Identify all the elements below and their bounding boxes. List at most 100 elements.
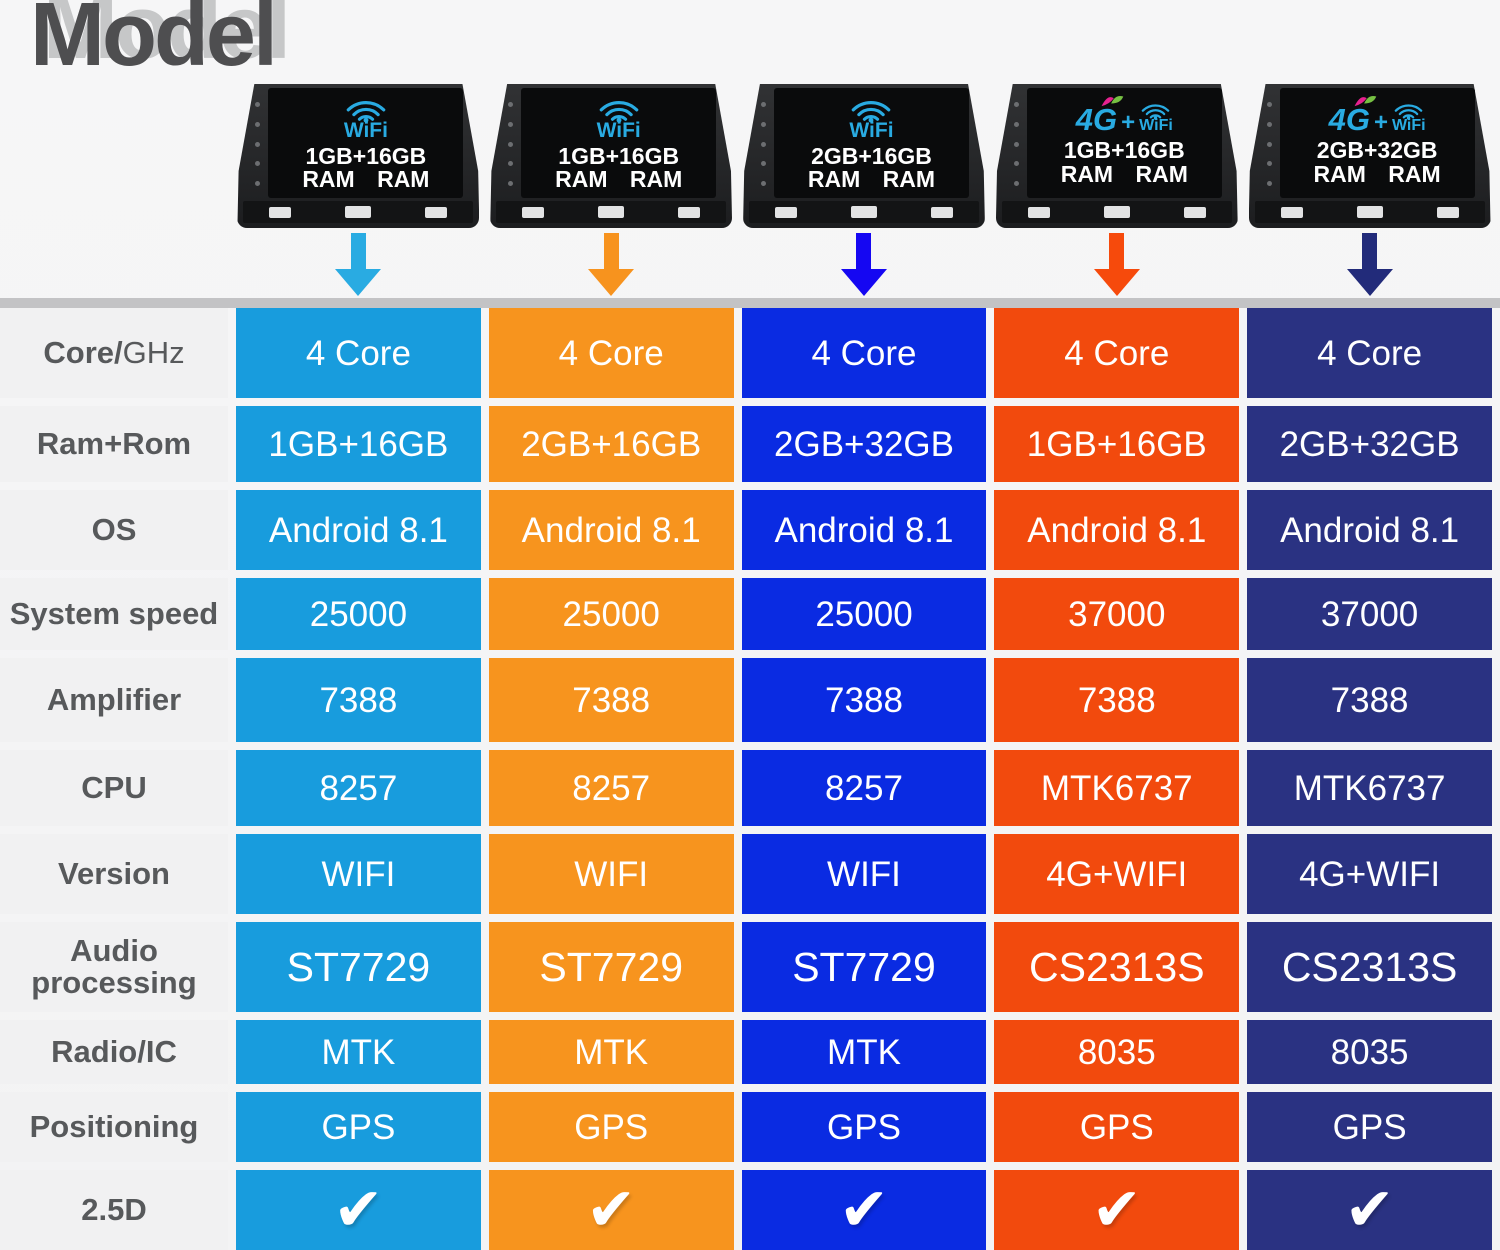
row-label-text: System speed — [9, 596, 219, 632]
arrow-cell-2 — [489, 232, 734, 296]
cell-version-col3: WIFI — [741, 834, 987, 914]
down-arrow-icon — [588, 232, 635, 296]
device-side-buttons — [508, 102, 514, 186]
arrow-cell-4 — [994, 232, 1239, 296]
arrows-row — [0, 232, 1500, 296]
screen-ram-text: RAM RAM — [302, 166, 430, 193]
cell-ram-rom-col3: 2GB+32GB — [741, 406, 987, 482]
cell-os-col3: Android 8.1 — [741, 490, 987, 570]
row-label-text: Radio/IC — [51, 1034, 177, 1070]
row-label-text: Version — [58, 856, 170, 892]
down-arrow-icon — [335, 232, 382, 296]
cell-2-5d-col1: ✔ — [236, 1170, 481, 1250]
product-column-2: WiFi 1GB+16GB RAM RAM — [489, 78, 734, 228]
4g-plus-wifi-badge: 4G + WiFi — [1329, 96, 1426, 135]
product-column-1: WiFi 1GB+16GB RAM RAM — [236, 78, 481, 228]
cell-audio-processing-col2: ST7729 — [488, 922, 734, 1012]
wifi-label: WiFi — [343, 118, 388, 142]
wifi-icon — [1142, 104, 1170, 120]
cell-value: MTK6737 — [1293, 768, 1446, 808]
screen-memory-text: 1GB+16GB — [558, 142, 680, 169]
cell-2-5d-col2: ✔ — [488, 1170, 734, 1250]
row-label-2-5d: 2.5D — [0, 1170, 228, 1250]
cell-cpu-col5: MTK6737 — [1247, 750, 1492, 826]
row-label-bold: Core/ — [43, 335, 123, 371]
cell-system-speed-col5: 37000 — [1247, 578, 1492, 650]
screen-memory-text: 2GB+16GB — [811, 142, 932, 169]
cell-ram-rom-col5: 2GB+32GB — [1247, 406, 1492, 482]
cell-radio-ic-col4: 8035 — [994, 1020, 1240, 1084]
device-screen: WiFi 1GB+16GB RAM RAM — [268, 88, 464, 198]
check-icon: ✔ — [1091, 1175, 1142, 1245]
cell-system-speed-col1: 25000 — [236, 578, 481, 650]
cell-value: 4G+WIFI — [1299, 854, 1441, 894]
cell-value: 4 Core — [811, 333, 917, 373]
cell-value: Android 8.1 — [521, 510, 701, 550]
cell-amplifier-col1: 7388 — [236, 658, 481, 742]
cell-value: 37000 — [1320, 594, 1419, 634]
cell-version-col2: WIFI — [488, 834, 734, 914]
cell-value: GPS — [1079, 1107, 1154, 1147]
wifi-badge: WiFi — [1392, 100, 1426, 135]
wifi-badge: WiFi — [1139, 100, 1173, 135]
check-icon: ✔ — [333, 1175, 384, 1245]
cell-positioning-col1: GPS — [236, 1092, 481, 1162]
device-base — [496, 201, 727, 223]
arrow-cell-3 — [742, 232, 987, 296]
head-unit-product-image: WiFi 1GB+16GB RAM RAM — [490, 78, 733, 228]
cell-ram-rom-col4: 1GB+16GB — [994, 406, 1240, 482]
cell-version-col5: 4G+WIFI — [1247, 834, 1492, 914]
cell-value: MTK — [321, 1032, 396, 1072]
wifi-icon — [1394, 104, 1423, 120]
screen-ram-text: RAM RAM — [555, 166, 683, 193]
leaf-icon — [1101, 96, 1124, 107]
cell-ram-rom-col1: 1GB+16GB — [236, 406, 481, 482]
cell-system-speed-col3: 25000 — [741, 578, 987, 650]
cell-value: 25000 — [562, 594, 660, 634]
row-label-version: Version — [0, 834, 228, 914]
down-arrow-icon — [1346, 232, 1393, 296]
cell-audio-processing-col1: ST7729 — [236, 922, 481, 1012]
row-label-ram-rom: Ram+Rom — [0, 406, 228, 482]
device-screen: 4G + WiFi 1GB+16GB RAM RAM — [1026, 88, 1222, 198]
wifi-icon — [599, 100, 639, 123]
cell-value: 2GB+16GB — [521, 424, 702, 464]
cell-amplifier-col5: 7388 — [1247, 658, 1492, 742]
products-row: WiFi 1GB+16GB RAM RAM WiFi 1GB+16GB RAM … — [0, 78, 1500, 228]
cell-value: WIFI — [574, 854, 649, 894]
cell-os-col2: Android 8.1 — [488, 490, 734, 570]
row-label-text: Positioning — [29, 1109, 199, 1145]
device-base — [748, 201, 979, 223]
check-icon: ✔ — [1344, 1175, 1395, 1245]
head-unit-product-image: WiFi 1GB+16GB RAM RAM — [237, 78, 480, 228]
cell-value: MTK — [574, 1032, 649, 1072]
cell-value: 25000 — [815, 594, 913, 634]
cell-value: Android 8.1 — [1027, 510, 1207, 550]
cell-value: GPS — [321, 1107, 396, 1147]
cell-value: WIFI — [321, 854, 396, 894]
wifi-label: WiFi — [1139, 117, 1173, 135]
device-screen: WiFi 1GB+16GB RAM RAM — [521, 88, 717, 198]
cell-value: 7388 — [825, 680, 903, 720]
cell-audio-processing-col5: CS2313S — [1247, 922, 1492, 1012]
cell-core-ghz-col1: 4 Core — [236, 308, 481, 398]
plus-sign: + — [1121, 109, 1136, 137]
device-screen: WiFi 2GB+16GB RAM RAM — [773, 88, 969, 198]
leaf-icon — [1354, 96, 1377, 107]
cell-value: 2GB+32GB — [774, 424, 954, 464]
product-column-3: WiFi 2GB+16GB RAM RAM — [742, 78, 987, 228]
row-label-os: OS — [0, 490, 228, 570]
check-icon: ✔ — [838, 1175, 890, 1245]
cell-value: 7388 — [319, 680, 398, 720]
row-label-text: CPU — [81, 770, 147, 806]
cell-version-col4: 4G+WIFI — [994, 834, 1240, 914]
cell-value: GPS — [574, 1107, 649, 1147]
row-label-system-speed: System speed — [0, 578, 228, 650]
device-base — [243, 201, 474, 223]
wifi-icon — [346, 100, 386, 123]
screen-ram-text: RAM RAM — [807, 166, 936, 193]
row-label-text: Amplifier — [46, 682, 182, 718]
product-column-4: 4G + WiFi 1GB+16GB RAM RAM — [994, 78, 1239, 228]
row-label-text: Ram+Rom — [36, 426, 192, 462]
